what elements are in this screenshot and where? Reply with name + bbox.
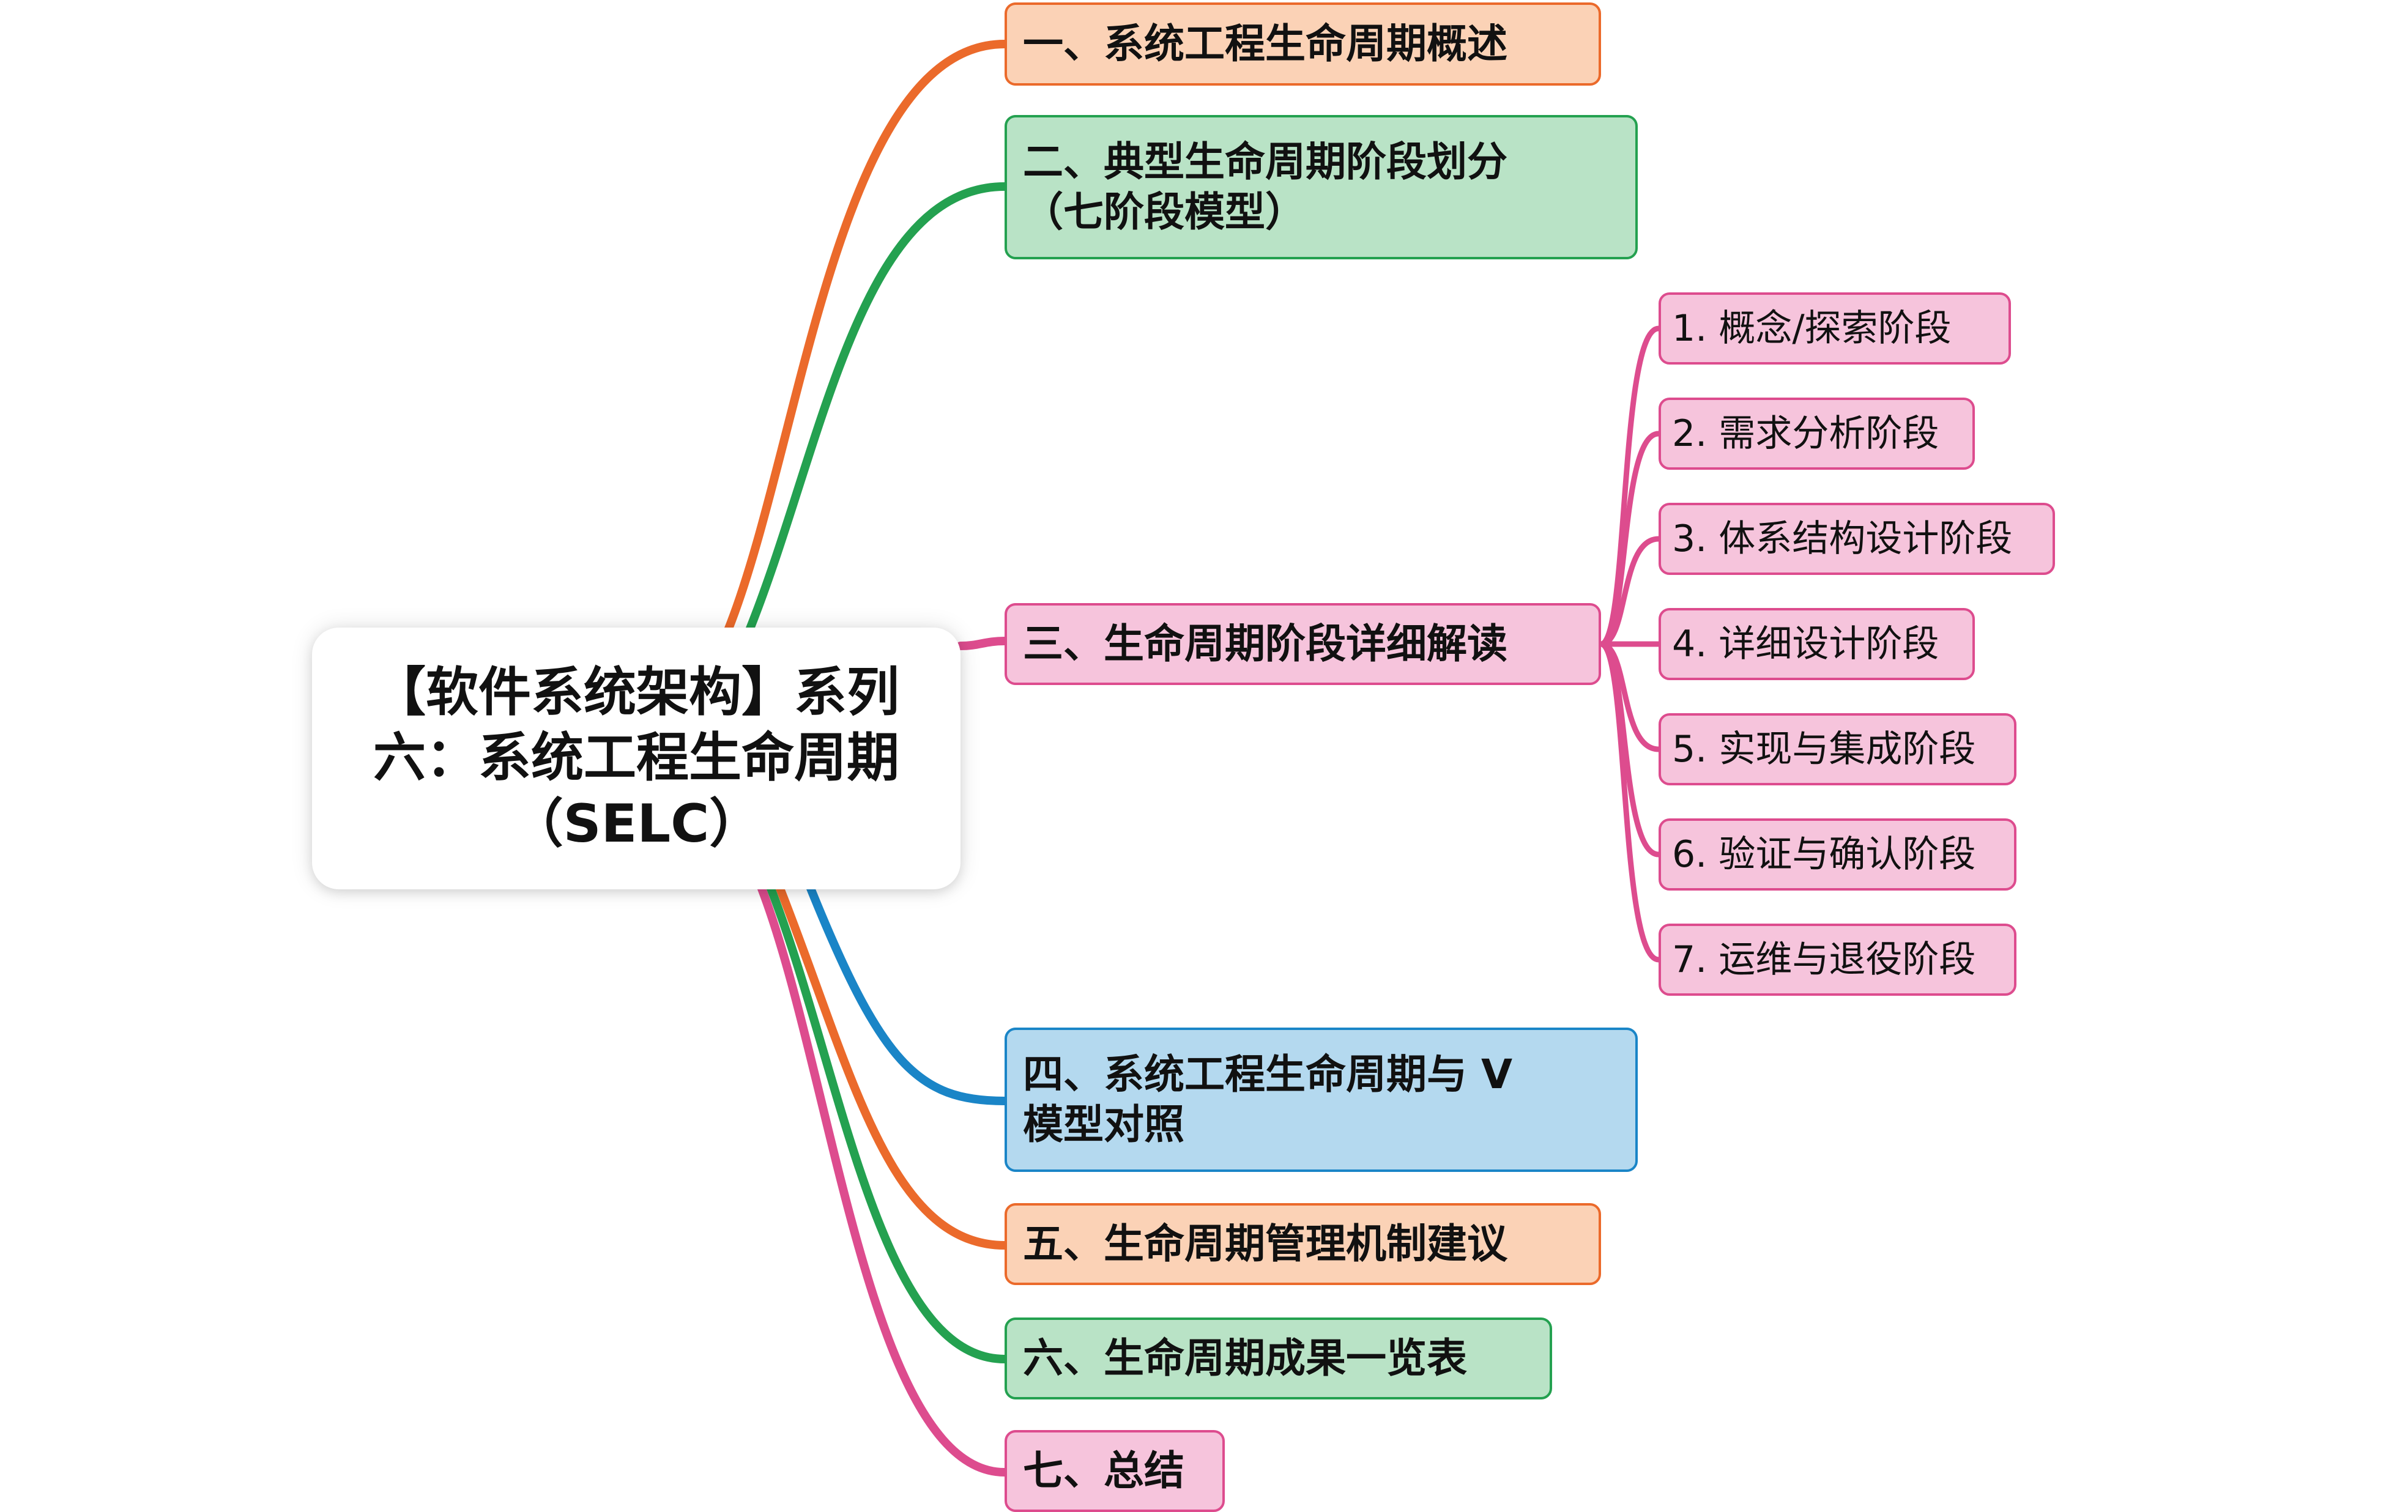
branch-overview[interactable]: 一、系统工程生命周期概述: [1005, 2, 1601, 86]
subtopic-implementation-stage[interactable]: 5. 实现与集成阶段: [1659, 713, 2016, 785]
branch-connector: [773, 876, 1009, 1250]
branch-label: 六、生命周期成果一览表: [1023, 1334, 1467, 1382]
branch-label: 三、生命周期阶段详细解读: [1023, 620, 1507, 667]
branch-summary[interactable]: 七、总结: [1005, 1430, 1225, 1512]
branch-connector: [754, 876, 1009, 1477]
subtopic-label: 4. 详细设计阶段: [1672, 622, 1939, 665]
subtopic-label: 6. 验证与确认阶段: [1672, 832, 1976, 876]
branch-label: 四、系统工程生命周期与 V 模型对照: [1023, 1050, 1513, 1149]
subtopic-connector: [1598, 536, 1662, 647]
branch-label: 五、生命周期管理机制建议: [1023, 1220, 1507, 1267]
branch-connector: [956, 637, 1009, 650]
branch-connector: [764, 876, 1009, 1363]
branch-label: 一、系统工程生命周期概述: [1023, 20, 1507, 67]
branch-connector: [745, 182, 1009, 634]
subtopic-concept-stage[interactable]: 1. 概念/探索阶段: [1659, 292, 2011, 365]
branch-connector: [724, 40, 1009, 634]
branch-deliverables[interactable]: 六、生命周期成果一览表: [1005, 1317, 1552, 1399]
subtopic-label: 1. 概念/探索阶段: [1672, 306, 1952, 350]
branch-stage-division[interactable]: 二、典型生命周期阶段划分 （七阶段模型）: [1005, 115, 1638, 259]
branch-stage-details[interactable]: 三、生命周期阶段详细解读: [1005, 603, 1601, 685]
branch-label: 二、典型生命周期阶段划分 （七阶段模型）: [1023, 138, 1507, 236]
subtopic-operations-stage[interactable]: 7. 运维与退役阶段: [1659, 924, 2016, 996]
branch-management[interactable]: 五、生命周期管理机制建议: [1005, 1203, 1601, 1285]
subtopic-connector: [1598, 641, 1662, 963]
subtopic-detailed-design-stage[interactable]: 4. 详细设计阶段: [1659, 608, 1975, 680]
branch-label: 七、总结: [1023, 1447, 1184, 1494]
root-title: 【软件系统架构】系列六：系统工程生命周期（SELC）: [373, 661, 899, 854]
subtopic-label: 2. 需求分析阶段: [1672, 412, 1939, 455]
subtopic-architecture-stage[interactable]: 3. 体系结构设计阶段: [1659, 503, 2055, 575]
subtopic-connector: [1598, 431, 1662, 647]
subtopic-label: 3. 体系结构设计阶段: [1672, 517, 2013, 560]
root-topic[interactable]: 【软件系统架构】系列六：系统工程生命周期（SELC）: [312, 628, 961, 889]
branch-connector: [803, 876, 1009, 1105]
subtopic-connector: [1598, 325, 1662, 647]
subtopic-label: 7. 运维与退役阶段: [1672, 938, 1976, 981]
branch-v-model[interactable]: 四、系统工程生命周期与 V 模型对照: [1005, 1028, 1638, 1172]
subtopic-label: 5. 实现与集成阶段: [1672, 727, 1976, 771]
subtopic-verification-stage[interactable]: 6. 验证与确认阶段: [1659, 818, 2016, 891]
subtopic-requirements-stage[interactable]: 2. 需求分析阶段: [1659, 398, 1975, 470]
